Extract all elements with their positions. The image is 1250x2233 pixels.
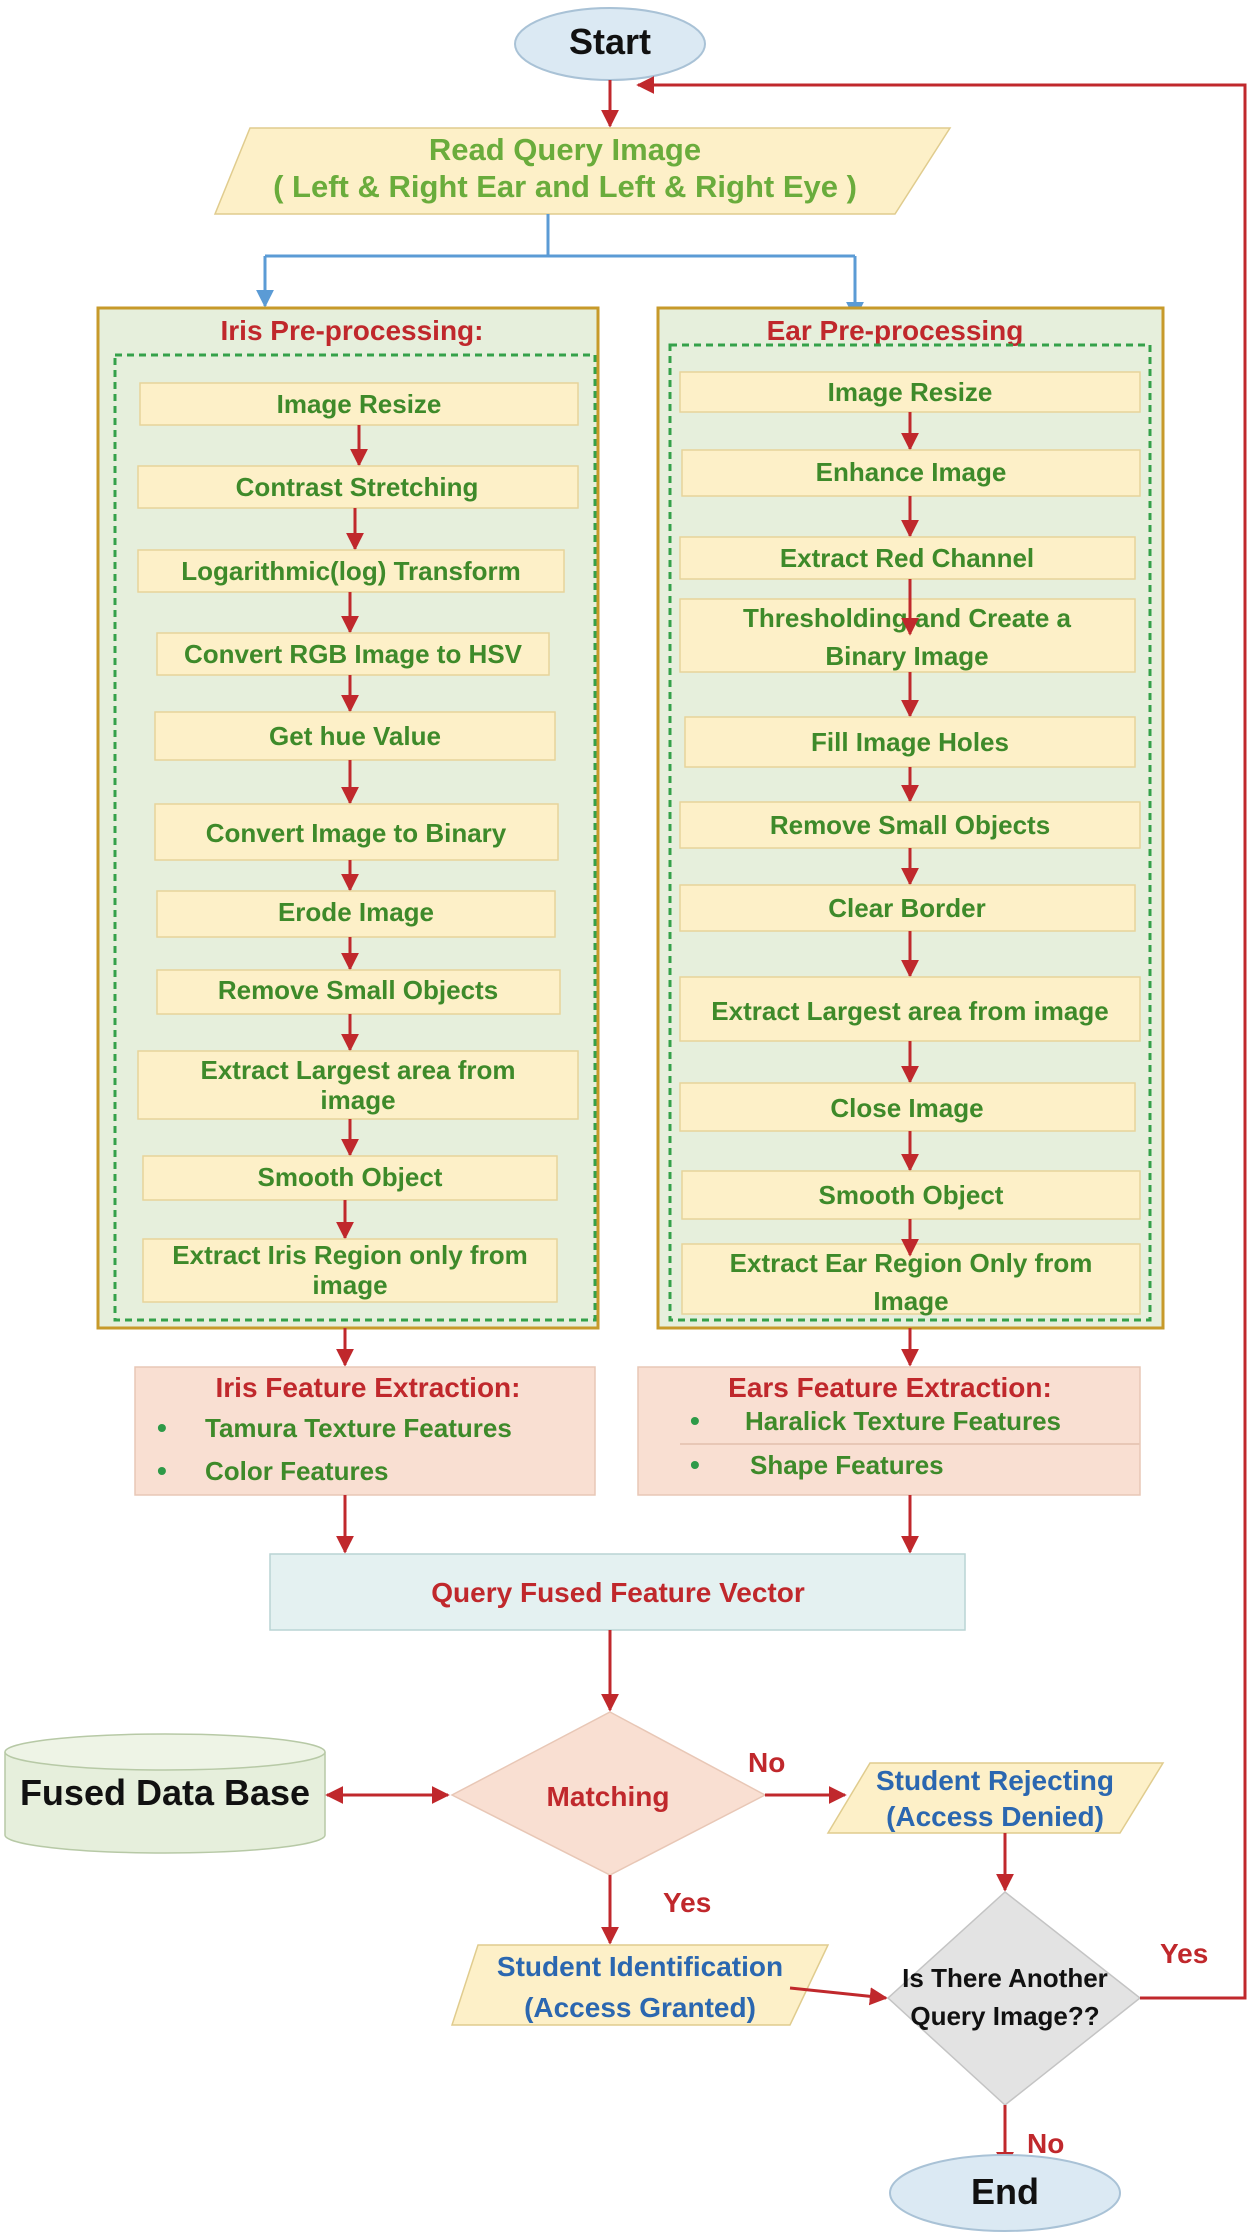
ear-step-image-resize: Image Resize (679, 371, 1141, 413)
fused-feature-vector-box: Query Fused Feature Vector (269, 1553, 966, 1631)
iris-step-smooth-object: Smooth Object (142, 1155, 558, 1201)
ear-feature-item-1: Haralick Texture Features (745, 1406, 1061, 1436)
svg-text:Smooth Object: Smooth Object (258, 1162, 443, 1192)
ear-step-remove-small: Remove Small Objects (679, 801, 1141, 849)
svg-text:Get hue Value: Get hue Value (269, 721, 441, 751)
svg-text:Fused Data Base: Fused Data Base (20, 1772, 310, 1813)
ear-step-extract-ear: Extract Ear Region Only from Image (681, 1243, 1141, 1316)
no-label-matching: No (748, 1747, 785, 1778)
student-rejecting-box: Student Rejecting (Access Denied) (826, 1762, 1165, 1834)
svg-text:Matching: Matching (547, 1781, 670, 1812)
svg-text:Enhance Image: Enhance Image (816, 457, 1007, 487)
read-query-line1: Read Query Image (429, 132, 701, 167)
read-query-box: Read Query Image ( Left & Right Ear and … (213, 127, 952, 215)
svg-text:(Access Denied): (Access Denied) (886, 1801, 1104, 1832)
svg-text:Student Rejecting: Student Rejecting (876, 1765, 1114, 1796)
svg-text:(Access Granted): (Access Granted) (524, 1992, 756, 2023)
ear-feature-bullet-2: • (690, 1449, 700, 1480)
svg-text:Extract Largest area from: Extract Largest area from (200, 1055, 515, 1085)
svg-text:Query Fused Feature Vector: Query Fused Feature Vector (431, 1577, 805, 1608)
svg-text:Thresholding and Create a: Thresholding and Create a (743, 603, 1071, 633)
iris-step-image-resize: Image Resize (139, 382, 579, 426)
ear-step-close-image: Close Image (679, 1082, 1136, 1132)
ear-features-title: Ears Feature Extraction: (728, 1372, 1052, 1403)
svg-text:Extract Largest area from imag: Extract Largest area from image (711, 996, 1108, 1026)
svg-text:Remove Small Objects: Remove Small Objects (770, 810, 1050, 840)
svg-text:Remove Small Objects: Remove Small Objects (218, 975, 498, 1005)
iris-features-title: Iris Feature Extraction: (216, 1372, 521, 1403)
iris-feature-extraction-box: Iris Feature Extraction: • Tamura Textur… (134, 1366, 596, 1496)
fused-database-cylinder: Fused Data Base (4, 1733, 326, 1854)
svg-text:Convert Image to Binary: Convert Image to Binary (206, 818, 507, 848)
iris-step-extract-iris: Extract Iris Region only from image (142, 1238, 558, 1303)
ear-step-red-channel: Extract Red Channel (679, 536, 1136, 580)
student-identification-box: Student Identification (Access Granted) (450, 1944, 830, 2026)
svg-text:Close Image: Close Image (830, 1093, 983, 1123)
ear-step-enhance: Enhance Image (681, 449, 1141, 497)
svg-text:Binary Image: Binary Image (825, 641, 988, 671)
yes-label-matching: Yes (663, 1887, 711, 1918)
iris-step-erode: Erode Image (156, 890, 556, 938)
no-label-end: No (1027, 2128, 1064, 2159)
iris-step-remove-small: Remove Small Objects (156, 969, 561, 1015)
iris-step-convert-binary: Convert Image to Binary (154, 803, 559, 861)
svg-text:Logarithmic(log) Transform: Logarithmic(log) Transform (181, 556, 520, 586)
read-query-line2: ( Left & Right Ear and Left & Right Eye … (273, 169, 857, 204)
ear-step-fill-holes: Fill Image Holes (684, 716, 1136, 768)
svg-text:Is There Another: Is There Another (902, 1963, 1108, 1993)
svg-text:Fill Image Holes: Fill Image Holes (811, 727, 1009, 757)
iris-feature-item-2: Color Features (205, 1456, 389, 1486)
svg-text:Image: Image (873, 1286, 948, 1316)
iris-step-log-transform: Logarithmic(log) Transform (137, 549, 565, 593)
iris-feature-bullet-1: • (157, 1412, 167, 1443)
another-query-decision: Is There Another Query Image?? (886, 1891, 1142, 2106)
ear-step-extract-largest: Extract Largest area from image (679, 976, 1141, 1042)
ear-steps: Image Resize Enhance Image Extract Red C… (679, 371, 1141, 1316)
ear-feature-extraction-box: Ears Feature Extraction: • Haralick Text… (637, 1366, 1141, 1496)
end-label: End (971, 2171, 1039, 2212)
svg-text:Student Identification: Student Identification (497, 1951, 783, 1982)
end-terminal: End (889, 2154, 1121, 2232)
ear-feature-bullet-1: • (690, 1405, 700, 1436)
iris-step-get-hue: Get hue Value (154, 711, 556, 761)
svg-text:Query Image??: Query Image?? (910, 2001, 1099, 2031)
yes-label-loop: Yes (1160, 1938, 1208, 1969)
iris-step-contrast-stretching: Contrast Stretching (137, 465, 579, 509)
ear-panel-title: Ear Pre-processing (767, 315, 1024, 346)
iris-feature-bullet-2: • (157, 1455, 167, 1486)
iris-step-extract-largest: Extract Largest area from image (137, 1050, 579, 1120)
svg-text:Smooth Object: Smooth Object (819, 1180, 1004, 1210)
iris-step-rgb-to-hsv: Convert RGB Image to HSV (156, 632, 550, 676)
svg-text:Clear Border: Clear Border (828, 893, 986, 923)
svg-text:Extract Iris Region only from: Extract Iris Region only from (172, 1240, 527, 1270)
matching-decision: Matching (450, 1711, 767, 1876)
arrow-loop-back (636, 76, 1247, 2000)
iris-panel-title: Iris Pre-processing: (221, 315, 484, 346)
ear-step-threshold: Thresholding and Create a Binary Image (679, 598, 1136, 673)
ear-feature-item-2: Shape Features (750, 1450, 944, 1480)
svg-text:image: image (320, 1085, 395, 1115)
svg-text:Erode Image: Erode Image (278, 897, 434, 927)
iris-feature-item-1: Tamura Texture Features (205, 1413, 512, 1443)
iris-steps: Image Resize Contrast Stretching Logarit… (137, 382, 579, 1303)
svg-text:Image Resize: Image Resize (828, 377, 993, 407)
svg-text:Image Resize: Image Resize (277, 389, 442, 419)
start-label: Start (569, 21, 651, 62)
svg-text:Extract Red Channel: Extract Red Channel (780, 543, 1034, 573)
svg-text:Convert RGB Image to HSV: Convert RGB Image to HSV (184, 639, 523, 669)
svg-text:Contrast Stretching: Contrast Stretching (236, 472, 479, 502)
split-arrows (256, 214, 864, 320)
ear-step-clear-border: Clear Border (679, 884, 1136, 932)
ear-step-smooth-object: Smooth Object (681, 1170, 1141, 1220)
start-terminal: Start (514, 7, 706, 81)
svg-text:image: image (312, 1270, 387, 1300)
